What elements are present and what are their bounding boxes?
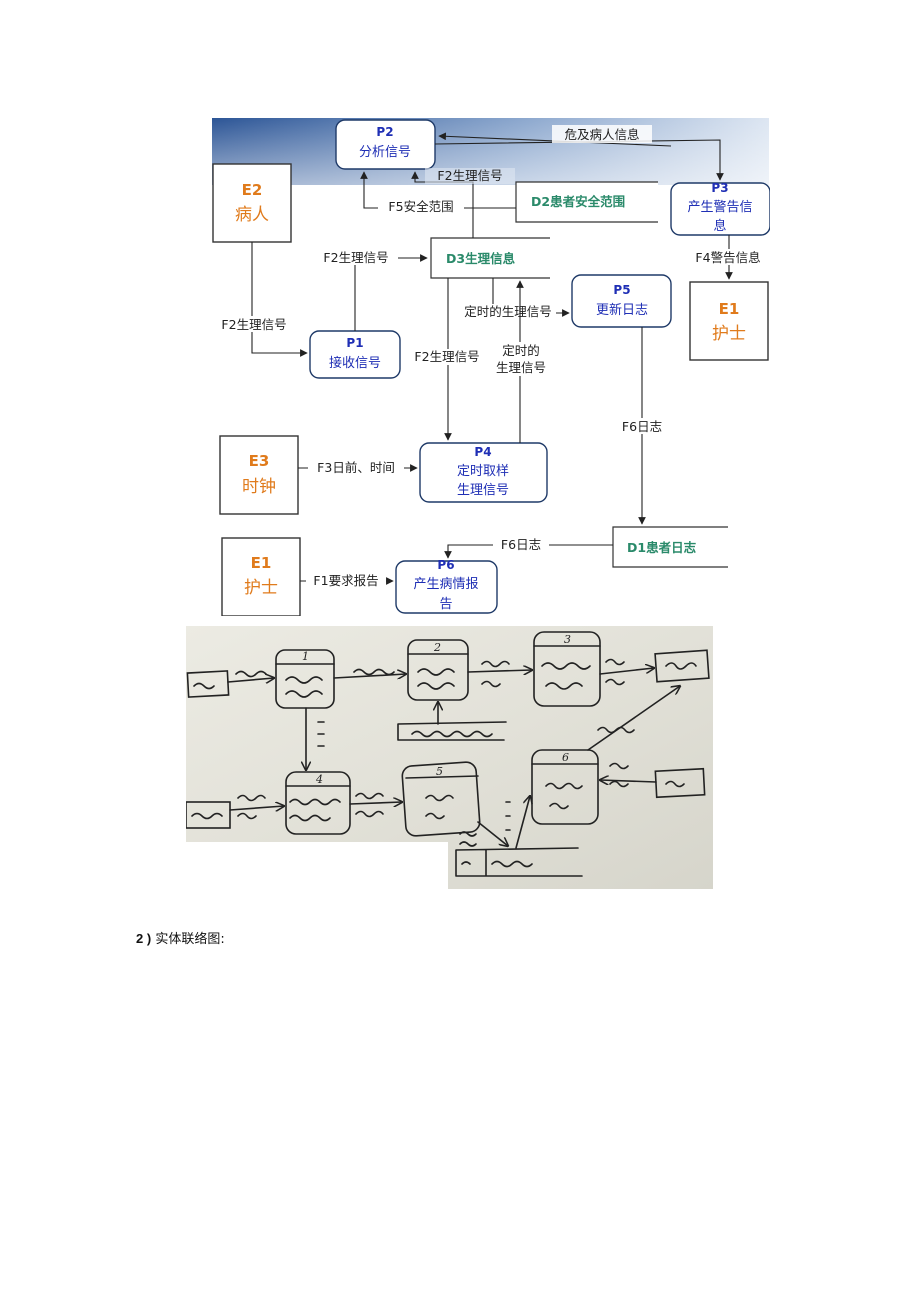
flow-f1: F1要求报告 — [300, 572, 394, 588]
process-p6: P6 产生病情报 告 — [395, 558, 498, 614]
process-name: 分析信号 — [359, 145, 411, 160]
flow-label: F1要求报告 — [313, 573, 378, 588]
flow-f2-from-patient: F2生理信号 — [212, 242, 308, 357]
flow-f3: F3日前、时间 — [298, 459, 418, 475]
entity-id: E1 — [719, 300, 740, 318]
entity-id: E1 — [251, 554, 272, 572]
flow-label: F2生理信号 — [323, 250, 388, 265]
flow-label: 定时的 — [502, 343, 540, 358]
flow-label: F2生理信号 — [437, 168, 502, 183]
flow-label: F6日志 — [622, 419, 662, 434]
entity-id: E3 — [249, 452, 270, 470]
flow-danger-info: 危及病人信息 — [434, 125, 724, 181]
flow-f4: F4警告信息 — [686, 235, 770, 280]
process-name: 产生病情报 — [413, 577, 478, 592]
entity-name: 病人 — [235, 205, 269, 225]
entity-e1-nurse-bottom: E1 护士 — [221, 537, 301, 616]
flow-label: 生理信号 — [496, 360, 546, 375]
sketch-shapes — [186, 631, 710, 877]
flow-timed-to-d3: 定时的 生理信号 — [492, 280, 550, 443]
process-id: P5 — [613, 283, 630, 297]
flow-label: F2生理信号 — [414, 349, 479, 364]
flow-label: F3日前、时间 — [317, 460, 395, 475]
flow-label: F6日志 — [501, 537, 541, 552]
flow-f2-to-p4: F2生理信号 — [410, 278, 488, 441]
store-d3: D3生理信息 — [430, 237, 550, 279]
process-name: 接收信号 — [329, 355, 381, 371]
flow-f2-to-p2: F2生理信号 — [411, 168, 515, 238]
entity-e3: E3 时钟 — [219, 435, 299, 515]
data-flow-diagram: P2 分析信号 P3 产生警告信 息 E2 病人 D2患者安全范围 D3生理信息… — [212, 118, 770, 616]
process-name: 更新日志 — [596, 302, 648, 318]
flow-f5: F5安全范围 — [360, 171, 516, 214]
flow-label: 定时的生理信号 — [464, 304, 552, 319]
process-p3: P3 产生警告信 息 — [670, 181, 770, 236]
entity-name: 护士 — [244, 578, 278, 598]
svg-text:4: 4 — [315, 773, 323, 786]
process-p5: P5 更新日志 — [571, 274, 672, 328]
process-id: P3 — [711, 181, 728, 195]
process-name: 定时取样 — [457, 464, 509, 479]
flow-label: F5安全范围 — [388, 199, 453, 214]
process-name: 息 — [713, 218, 726, 234]
svg-text:5: 5 — [436, 765, 443, 778]
process-id: P4 — [474, 445, 491, 459]
svg-text:1: 1 — [302, 650, 309, 663]
svg-text:3: 3 — [564, 633, 571, 646]
hand-drawn-diagram-photo: 1 2 3 4 5 6 — [186, 626, 713, 889]
store-label: D1患者日志 — [627, 540, 697, 555]
process-p1: P1 接收信号 — [309, 330, 401, 379]
flow-timed-to-p5: 定时的生理信号 — [460, 278, 570, 320]
svg-text:6: 6 — [562, 751, 569, 764]
svg-text:2: 2 — [433, 641, 441, 654]
flow-f6-to-p6: F6日志 — [444, 536, 613, 559]
store-label: D2患者安全范围 — [531, 194, 625, 209]
entity-name: 时钟 — [242, 477, 276, 497]
sketch-arrows — [227, 668, 680, 849]
entity-e2: E2 病人 — [212, 163, 292, 243]
process-p2: P2 分析信号 — [335, 119, 436, 170]
process-id: P2 — [376, 125, 393, 139]
flow-label: 危及病人信息 — [564, 127, 639, 142]
process-id: P1 — [346, 336, 363, 350]
store-d1: D1患者日志 — [612, 526, 728, 568]
entity-e1-nurse-right: E1 护士 — [689, 281, 769, 361]
entity-id: E2 — [242, 181, 263, 199]
section-number: 2 ) — [136, 931, 152, 946]
section-title: 实体联络图: — [155, 932, 225, 947]
section-caption: 2 ) 实体联络图: — [136, 928, 225, 947]
flow-f2-to-d3: F2生理信号 — [314, 249, 428, 331]
store-label: D3生理信息 — [446, 251, 516, 266]
sketch-scribbles: 1 2 3 4 5 6 — [191, 633, 697, 868]
entity-name: 护士 — [712, 324, 746, 344]
flow-label: F2生理信号 — [221, 317, 286, 332]
flow-label: F4警告信息 — [695, 250, 760, 265]
process-id: P6 — [437, 558, 454, 572]
process-name: 告 — [439, 597, 452, 612]
store-d2: D2患者安全范围 — [515, 181, 658, 223]
process-name: 生理信号 — [457, 483, 509, 498]
process-name: 产生警告信 — [687, 199, 752, 215]
flow-f6-to-d1: F6日志 — [614, 327, 670, 525]
process-p4: P4 定时取样 生理信号 — [419, 442, 548, 503]
